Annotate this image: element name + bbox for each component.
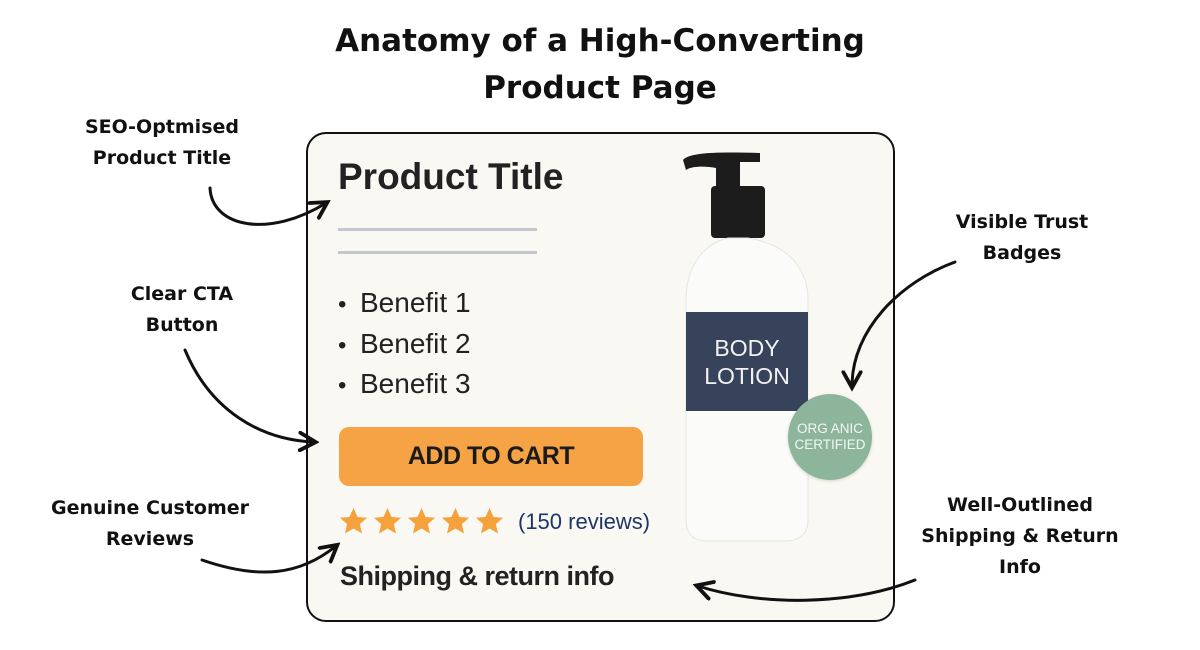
annotation-text: Product Title bbox=[92, 147, 232, 169]
annotation-text: Badges bbox=[982, 242, 1062, 264]
reviews-link[interactable]: (150 reviews) bbox=[518, 509, 651, 534]
annotation-text: Button bbox=[145, 314, 219, 336]
annotation-text: Info bbox=[999, 556, 1041, 578]
star-icon bbox=[441, 507, 470, 534]
annotation-shipping: Well-Outlined Shipping & Return Info bbox=[900, 490, 1140, 583]
star-icon bbox=[475, 507, 504, 534]
annotation-text: Well-Outlined bbox=[947, 494, 1093, 516]
annotation-text: Clear CTA bbox=[130, 283, 234, 305]
badge-text: CERTIFIED bbox=[794, 437, 866, 452]
annotation-seo-title: SEO-Optmised Product Title bbox=[52, 112, 272, 174]
badge-text: ORG ANIC bbox=[796, 421, 863, 436]
star-icon bbox=[373, 507, 402, 534]
star-rating bbox=[338, 506, 505, 537]
title-line-1: Anatomy of a High-Converting bbox=[335, 23, 865, 59]
annotation-reviews: Genuine Customer Reviews bbox=[20, 493, 280, 555]
star-icon bbox=[407, 507, 436, 534]
add-to-cart-button[interactable]: ADD TO CART bbox=[339, 427, 643, 486]
text-placeholder-line bbox=[338, 251, 537, 254]
benefit-item: Benefit 3 bbox=[338, 365, 471, 406]
annotation-text: Genuine Customer bbox=[50, 497, 250, 519]
product-title: Product Title bbox=[338, 156, 564, 197]
benefit-item: Benefit 1 bbox=[338, 284, 471, 325]
title-line-2: Product Page bbox=[483, 70, 717, 106]
label-text: LOTION bbox=[704, 362, 790, 389]
page-title: Anatomy of a High-Converting Product Pag… bbox=[0, 18, 1200, 112]
annotation-text: Reviews bbox=[105, 528, 195, 550]
label-text: BODY bbox=[714, 334, 780, 361]
annotation-trust: Visible Trust Badges bbox=[912, 207, 1132, 269]
annotation-cta: Clear CTA Button bbox=[72, 279, 292, 341]
benefit-item: Benefit 2 bbox=[338, 325, 471, 366]
organic-certified-badge: ORG ANIC CERTIFIED bbox=[788, 394, 872, 480]
benefits-list: Benefit 1 Benefit 2 Benefit 3 bbox=[338, 284, 471, 406]
annotation-text: SEO-Optmised bbox=[85, 116, 239, 138]
star-icon bbox=[339, 507, 368, 534]
shipping-info[interactable]: Shipping & return info bbox=[340, 561, 614, 591]
annotation-text: Shipping & Return bbox=[921, 525, 1119, 547]
bottle-label: BODY LOTION bbox=[686, 312, 808, 411]
annotation-text: Visible Trust bbox=[955, 211, 1089, 233]
text-placeholder-line bbox=[338, 228, 537, 231]
